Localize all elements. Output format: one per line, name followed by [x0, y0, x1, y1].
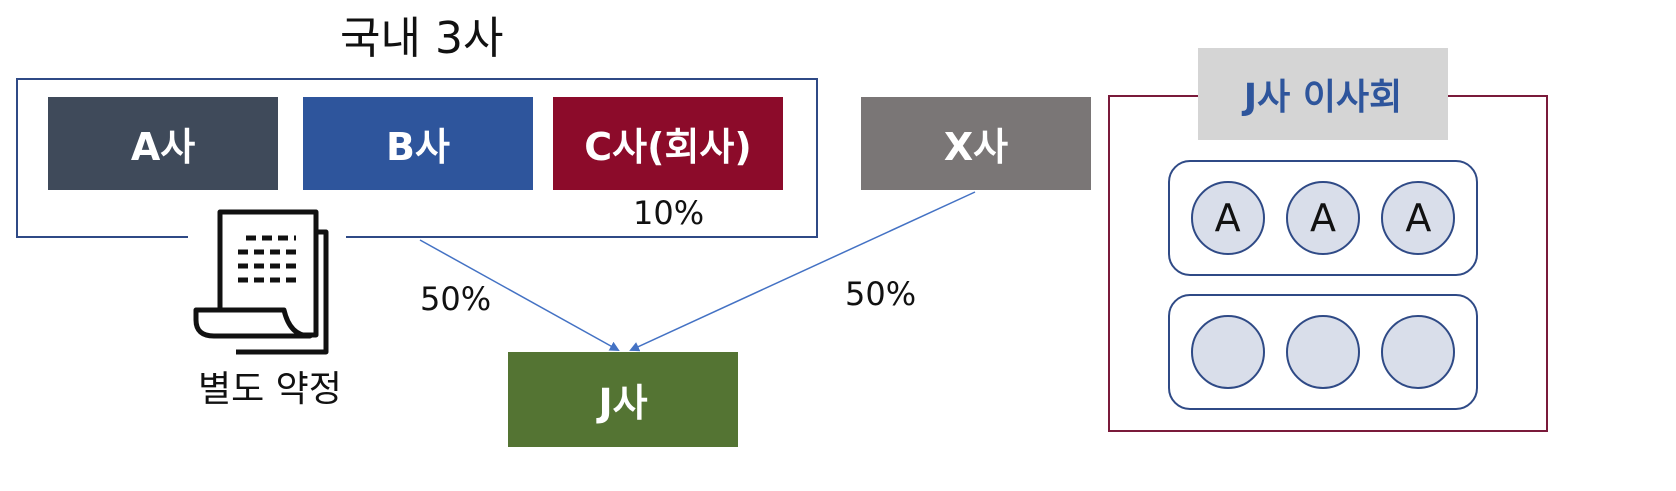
board-seat — [1285, 315, 1360, 389]
arrow-group-to-j — [419, 239, 620, 351]
group-title: 국내 3사 — [340, 13, 504, 64]
document-icon — [193, 209, 329, 355]
arrow-x-to-j — [629, 191, 976, 352]
company-x-box: X사 — [861, 97, 1091, 190]
company-a-box: A사 — [48, 97, 278, 190]
agreement-label: 별도 약정 — [198, 369, 342, 410]
domestic-group-frame — [16, 78, 818, 238]
board-title: J사 이사회 — [1198, 48, 1448, 140]
board-seat-row-2 — [1168, 294, 1478, 410]
stake-label-group: 50% — [420, 280, 492, 318]
company-j-box: J사 — [508, 352, 738, 447]
company-c-box: C사(회사) — [553, 97, 783, 190]
company-b-box: B사 — [303, 97, 533, 190]
board-seat — [1381, 315, 1456, 389]
board-seat: A — [1381, 181, 1456, 255]
stake-label-c: 10% — [633, 194, 705, 232]
board-seat: A — [1285, 181, 1360, 255]
stake-label-x: 50% — [845, 275, 917, 313]
board-seat: A — [1190, 181, 1265, 255]
board-seat-row-1: A A A — [1168, 160, 1478, 276]
board-seat — [1190, 315, 1265, 389]
